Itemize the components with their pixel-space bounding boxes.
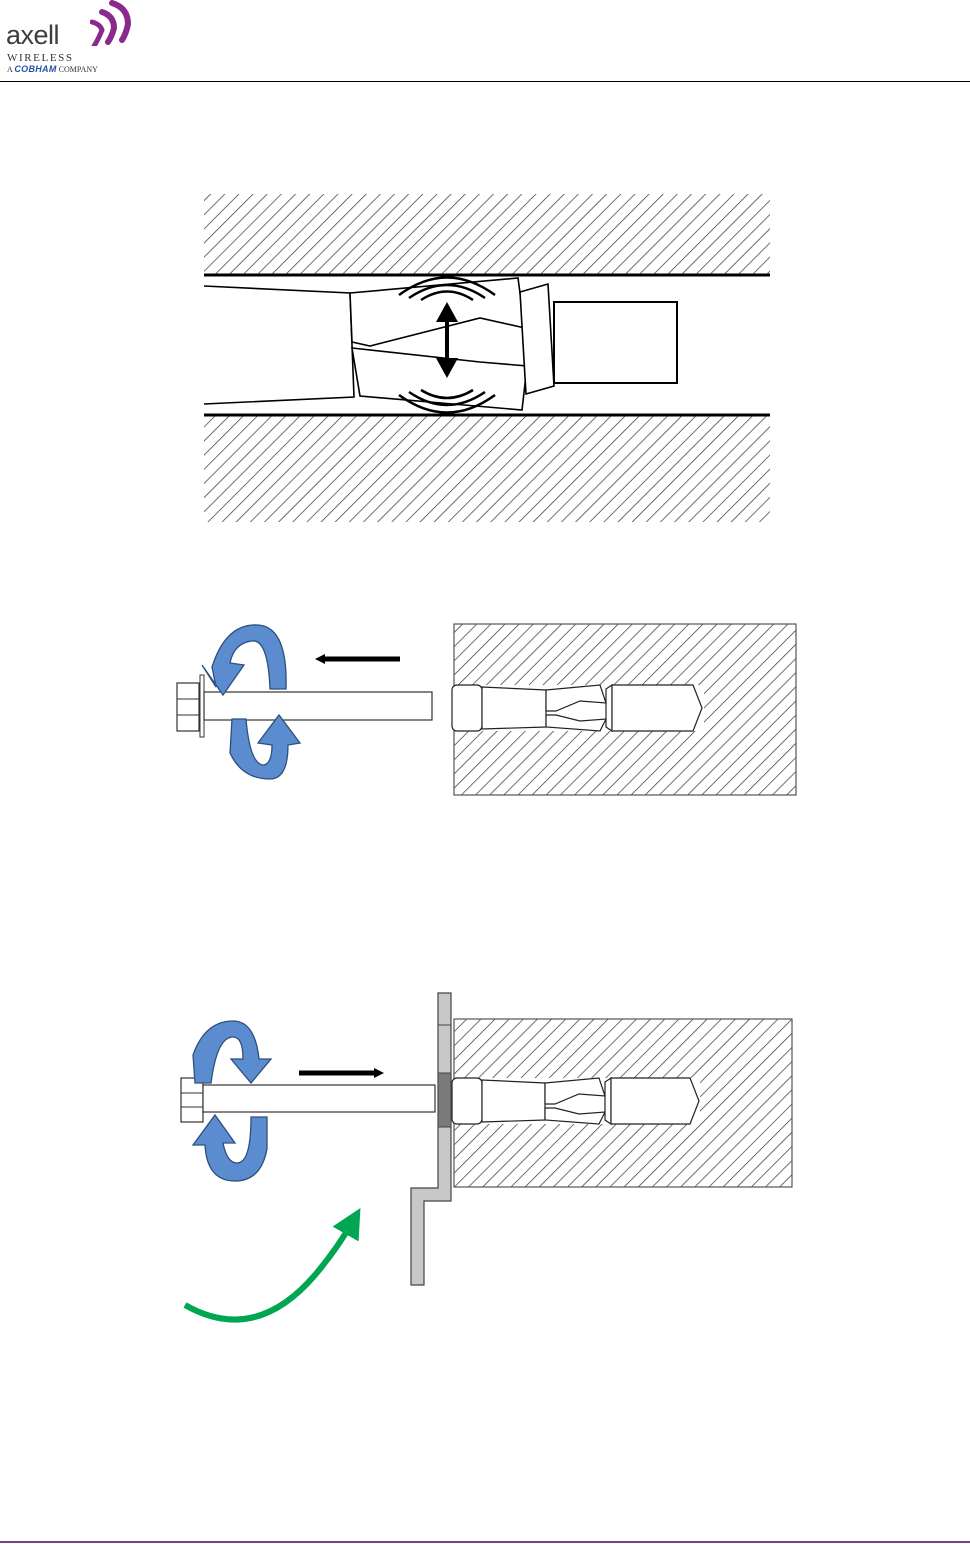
company-logo: axell WIRELESS A COBHAM COMPANY (6, 0, 136, 78)
cobham-brand: COBHAM (14, 64, 56, 74)
hatched-wall-icon (204, 194, 770, 274)
curved-green-arrow-icon (185, 1221, 353, 1320)
footer-divider (0, 1541, 970, 1543)
bracket-icon (411, 993, 451, 1285)
page-header: axell WIRELESS A COBHAM COMPANY (0, 0, 970, 82)
logo-mark-icon (90, 0, 136, 46)
logo-parent-company: A COBHAM COMPANY (7, 64, 98, 75)
figure-anchor-in-hole (200, 190, 775, 526)
figure-bracket-fastening (175, 985, 805, 1335)
hatched-wall-icon (204, 416, 770, 522)
anchor-sleeve-icon (204, 278, 677, 410)
figure-bolt-removal (160, 615, 805, 805)
logo-wordmark: axell (6, 20, 59, 50)
logo-tagline: WIRELESS (7, 52, 74, 64)
header-divider (0, 81, 970, 82)
bolt-icon (181, 1078, 435, 1122)
